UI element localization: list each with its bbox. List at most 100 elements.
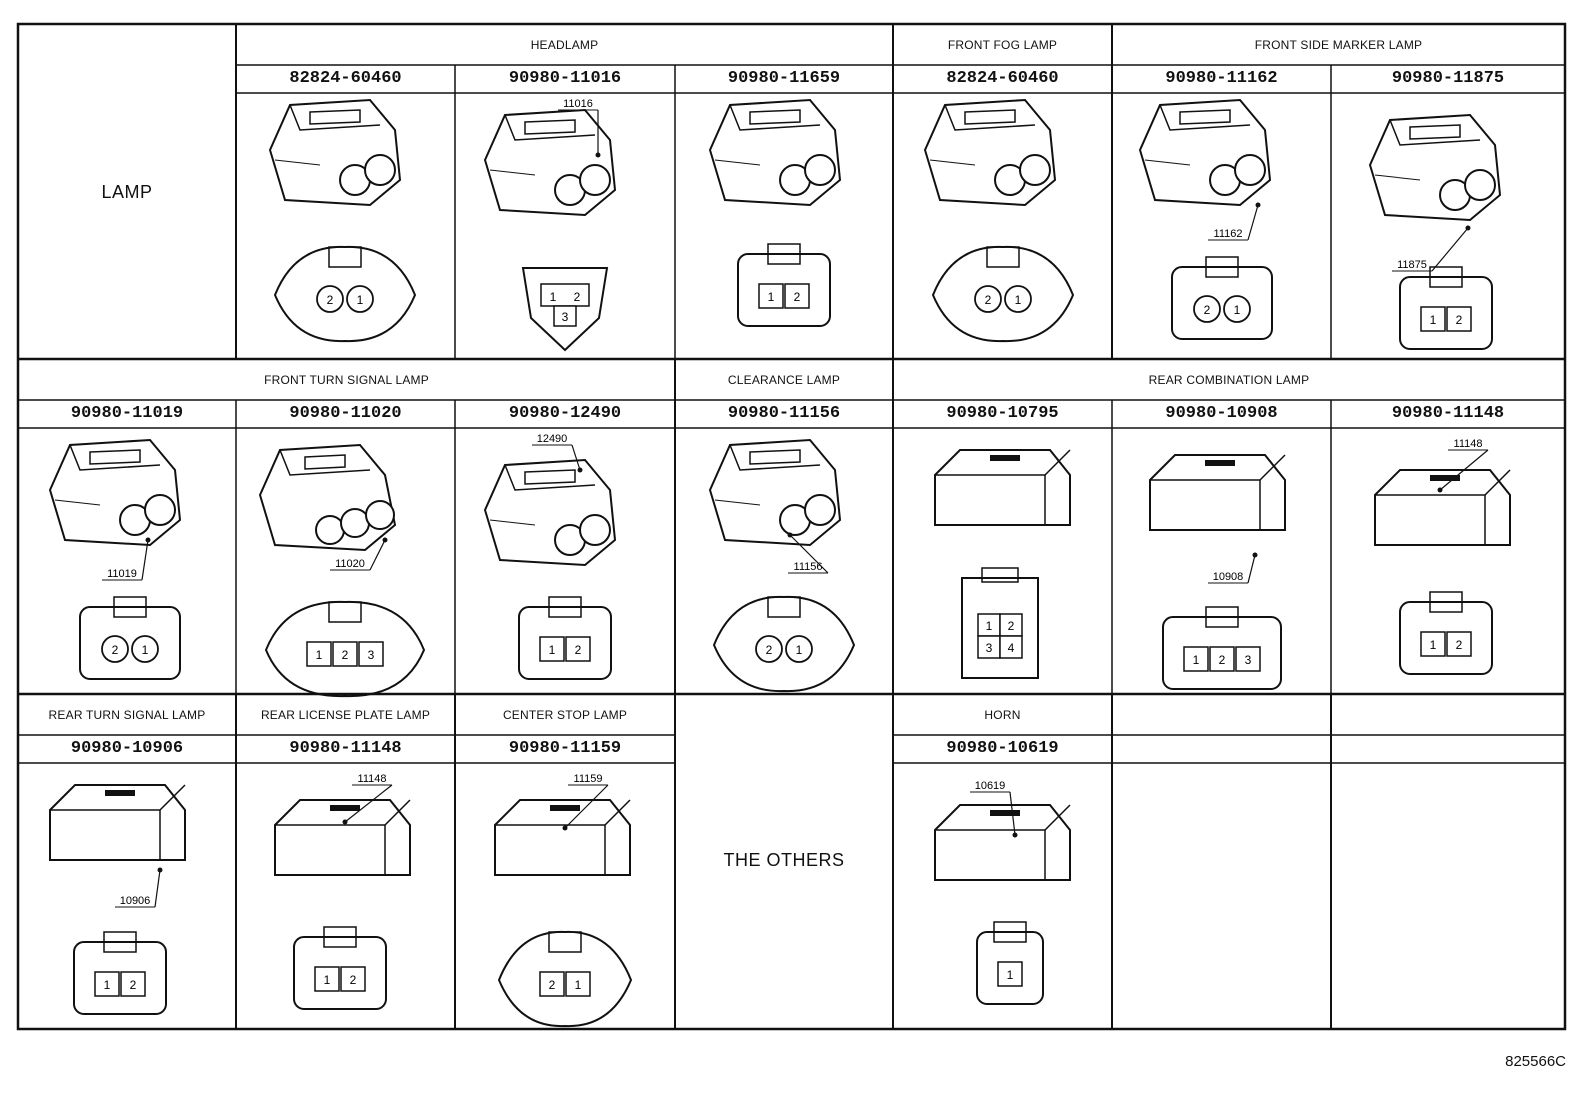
- connector-shell: [293, 936, 387, 1010]
- part-number: 90980-10619: [946, 739, 1059, 758]
- pin-cavity: [1183, 646, 1209, 672]
- pin-number: 1: [1007, 968, 1014, 982]
- pin-cavity: [974, 285, 1002, 313]
- lock-tab: [548, 931, 582, 953]
- connector-shell: [931, 245, 1075, 343]
- lock-tab: [986, 246, 1020, 268]
- pin-number: 1: [986, 619, 993, 633]
- pin-cavity: [1209, 646, 1235, 672]
- pin-number: 1: [316, 648, 323, 662]
- callout: 10906: [115, 867, 163, 908]
- pin-number: 2: [794, 290, 801, 304]
- group-clearance-lamp: CLEARANCE LAMP: [727, 373, 841, 387]
- leader-line: [1009, 791, 1016, 836]
- leader-arrow: [1465, 225, 1471, 231]
- pin-number: 2: [350, 973, 357, 987]
- leader-line: [564, 784, 609, 829]
- callout-label: 11875: [1397, 259, 1427, 271]
- pin-number: 3: [368, 648, 375, 662]
- lock-tab: [548, 596, 582, 618]
- lock-tab: [981, 567, 1019, 583]
- callout: 11016: [558, 98, 601, 158]
- pin-number: 1: [549, 643, 556, 657]
- callout-label: 10908: [1213, 571, 1244, 583]
- pin-cavity: [1420, 631, 1446, 657]
- callout-label: 11156: [794, 561, 823, 573]
- connector-shell: [497, 930, 633, 1028]
- leader-arrow: [157, 867, 163, 873]
- lock-tab: [767, 596, 801, 618]
- leader-arrow: [1012, 832, 1018, 838]
- pin-cavity: [340, 966, 366, 992]
- pin-number: 1: [324, 973, 331, 987]
- figure-code: 825566C: [1505, 1053, 1566, 1070]
- part-number: 90980-10908: [1165, 404, 1278, 423]
- leader-line: [1247, 204, 1259, 241]
- part-number: 90980-11659: [727, 69, 841, 88]
- section-others-label: THE OTHERS: [723, 850, 845, 870]
- connector-sketches-row2: [49, 439, 1511, 566]
- leader-arrow: [595, 152, 601, 158]
- connector-shell: [79, 606, 181, 680]
- pin-cavity: [332, 641, 358, 667]
- callout: 10908: [1208, 552, 1258, 584]
- pin-number: 2: [327, 293, 334, 307]
- lock-tab: [993, 921, 1027, 943]
- pin-number: 1: [575, 978, 582, 992]
- pin-cavity: [539, 636, 565, 662]
- pin-cavity: [314, 966, 340, 992]
- pin-number: 2: [985, 293, 992, 307]
- pin-number: 4: [1008, 641, 1015, 655]
- lock-tab: [328, 601, 362, 623]
- leader-line: [1439, 449, 1489, 491]
- connector-shell: [961, 577, 1039, 679]
- pin-number: 2: [574, 290, 581, 304]
- pin-cavity: [1193, 295, 1221, 323]
- pin-number: 1: [550, 290, 557, 304]
- lock-tab: [113, 596, 147, 618]
- leader-arrow: [342, 819, 348, 825]
- pin-number: 1: [1234, 303, 1241, 317]
- callout: 11156: [787, 532, 829, 574]
- lock-tab: [767, 243, 801, 265]
- callout: 11148: [342, 773, 393, 825]
- pin-number: 2: [1456, 638, 1463, 652]
- callout-label: 10906: [120, 895, 151, 907]
- part-number: 90980-11162: [1165, 69, 1278, 88]
- pin-number: 1: [796, 643, 803, 657]
- callout-label: 11020: [335, 558, 365, 570]
- leader-arrow: [577, 467, 583, 473]
- part-number: 82824-60460: [289, 69, 402, 88]
- connector-sketches-row3: [49, 784, 1071, 881]
- pin-number: 2: [1008, 619, 1015, 633]
- group-rear-license-plate-lamp: REAR LICENSE PLATE LAMP: [260, 708, 431, 722]
- part-number: 90980-11159: [508, 739, 622, 758]
- grid-lines: [18, 24, 1565, 1029]
- callout-label: 10619: [975, 780, 1006, 792]
- pin-number: 1: [357, 293, 364, 307]
- group-horn: HORN: [984, 708, 1021, 722]
- leader-arrow: [145, 537, 151, 543]
- part-number: 90980-10906: [70, 739, 184, 758]
- pin-number: 2: [112, 643, 119, 657]
- leader-line: [369, 539, 386, 571]
- leader-line: [789, 534, 829, 574]
- section-lamp-label: LAMP: [101, 182, 153, 202]
- pin-number: 1: [1430, 638, 1437, 652]
- pin-number: 2: [575, 643, 582, 657]
- callout: 11020: [330, 537, 388, 571]
- pin-cavity: [316, 285, 344, 313]
- lock-tab: [323, 926, 357, 948]
- pin-cavity: [1446, 631, 1472, 657]
- leader-line: [571, 444, 581, 471]
